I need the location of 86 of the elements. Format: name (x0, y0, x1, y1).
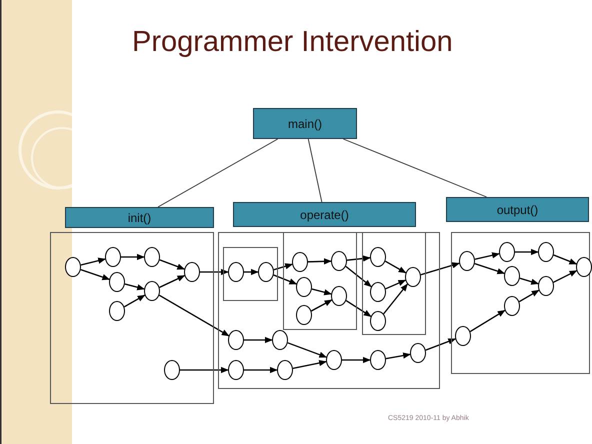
arrow (553, 270, 578, 283)
node-circle (296, 277, 312, 297)
arrow (384, 260, 406, 274)
arrow (244, 336, 273, 344)
arrow (386, 352, 411, 360)
node-circle (370, 282, 386, 302)
arrow (159, 275, 186, 288)
node-circle (272, 330, 288, 350)
node-circle (184, 262, 200, 282)
scope-frame (50, 232, 214, 404)
arrow (425, 338, 456, 351)
node-circle (538, 276, 554, 296)
node-circle (576, 257, 592, 277)
arrow (308, 258, 332, 264)
arrow (420, 262, 460, 276)
node-circle (405, 267, 421, 287)
arrow (244, 366, 278, 374)
arrow (385, 280, 406, 290)
arrow (121, 254, 145, 260)
node-circle (258, 262, 274, 282)
node-circle (109, 272, 125, 292)
scope-frame (283, 232, 357, 330)
arrow (274, 263, 293, 270)
node-circle (370, 311, 386, 331)
arrow (158, 294, 230, 336)
slide-title: Programmer Intervention (132, 26, 453, 59)
arrow (474, 262, 506, 274)
node-circle (296, 305, 312, 325)
arrow (80, 268, 110, 280)
node-circle (410, 343, 426, 363)
node-circle (499, 242, 515, 262)
arrow (553, 254, 578, 265)
node-circle (228, 330, 244, 350)
arrow (342, 356, 371, 364)
node-circle (164, 360, 180, 380)
function-box: operate() (233, 202, 416, 227)
node-circle (370, 350, 386, 370)
arrow (311, 299, 332, 312)
arrow (287, 342, 328, 358)
scope-frame (223, 247, 278, 301)
arrow (515, 248, 539, 256)
arrow (345, 266, 372, 288)
node-circle (292, 252, 308, 272)
arrow (292, 360, 327, 370)
node-circle (144, 281, 160, 301)
node-circle (277, 360, 293, 380)
node-circle (538, 242, 554, 262)
arrow (470, 310, 506, 332)
arrow (200, 268, 229, 276)
node-circle (326, 350, 342, 370)
node-circle (455, 326, 471, 346)
arrow (124, 294, 146, 308)
node-circle (144, 247, 160, 267)
arrow (346, 300, 372, 317)
connector-line (158, 138, 278, 208)
scope-frame (451, 232, 590, 374)
node-circle (504, 296, 520, 316)
connector-line (342, 138, 488, 198)
node-circle (331, 286, 347, 306)
connector-line (308, 138, 322, 202)
node-circle (65, 257, 81, 277)
node-circle (105, 247, 121, 267)
node-circle (370, 247, 386, 267)
node-circle (331, 251, 347, 271)
arrow (159, 259, 186, 270)
arrow (520, 278, 539, 285)
arrow (80, 258, 106, 266)
function-box: main() (253, 108, 357, 139)
node-circle (228, 360, 244, 380)
arrow (273, 274, 298, 285)
arrow (180, 366, 229, 374)
arrow (124, 283, 145, 290)
node-circle (109, 301, 125, 321)
arrow (346, 255, 371, 262)
node-circle (228, 262, 244, 282)
scope-frame (218, 232, 440, 389)
arrow (244, 268, 259, 276)
arrow (518, 290, 540, 302)
node-circle (504, 266, 520, 286)
function-box: init() (65, 207, 214, 228)
scope-frame (362, 232, 426, 335)
arrow (383, 284, 408, 314)
arrow (474, 252, 500, 260)
function-box: output() (446, 197, 589, 222)
arrow (312, 288, 332, 296)
node-circle (459, 251, 475, 271)
